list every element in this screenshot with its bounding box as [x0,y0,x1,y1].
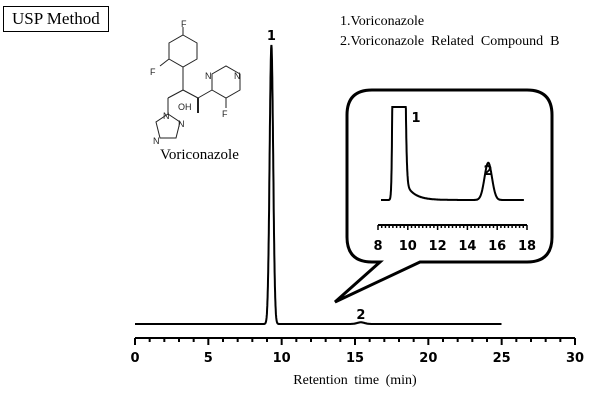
x-tick-label: 10 [273,351,291,366]
legend-entry-2: 2.Voriconazole Related Compound B [340,34,560,49]
legend-entry-1: 1.Voriconazole [340,14,425,29]
chromatogram-trace [135,44,502,325]
atom-label: F [222,109,228,119]
atom-label: F [150,67,156,77]
chart-title: USP Method [3,6,109,32]
inset-trace [381,106,524,201]
x-axis-label: Retention time (min) [293,373,417,388]
x-tick-label: 25 [493,351,511,366]
compound-name: Voriconazole [160,147,239,163]
inset-x-tick-label: 18 [518,239,536,254]
x-tick-label: 15 [346,351,364,366]
legend: 1.Voriconazole 2.Voriconazole Related Co… [340,12,559,52]
x-tick-label: 0 [130,351,139,366]
inset-peak-label: 2 [483,164,492,179]
x-tick-label: 5 [204,351,213,366]
voriconazole-structure: F F OH N N N N N F [150,19,241,146]
atom-label: N [234,71,241,81]
peak-label: 2 [356,308,365,323]
x-tick-label: 20 [419,351,437,366]
inset-x-tick-label: 8 [373,239,382,254]
inset-callout-bubble [334,88,554,304]
peak-label: 1 [267,29,276,44]
atom-label: N [178,119,185,129]
inset-x-tick-label: 16 [488,239,506,254]
atom-label: F [181,19,187,29]
inset-x-tick-label: 14 [458,239,476,254]
inset-peak-label: 1 [411,111,420,126]
atom-label: N [153,136,160,146]
inset-x-tick-label: 12 [429,239,447,254]
atom-label: OH [178,102,192,112]
atom-label: N [205,71,212,81]
inset-x-tick-label: 10 [399,239,417,254]
x-tick-label: 30 [566,351,584,366]
atom-label: N [163,111,170,121]
